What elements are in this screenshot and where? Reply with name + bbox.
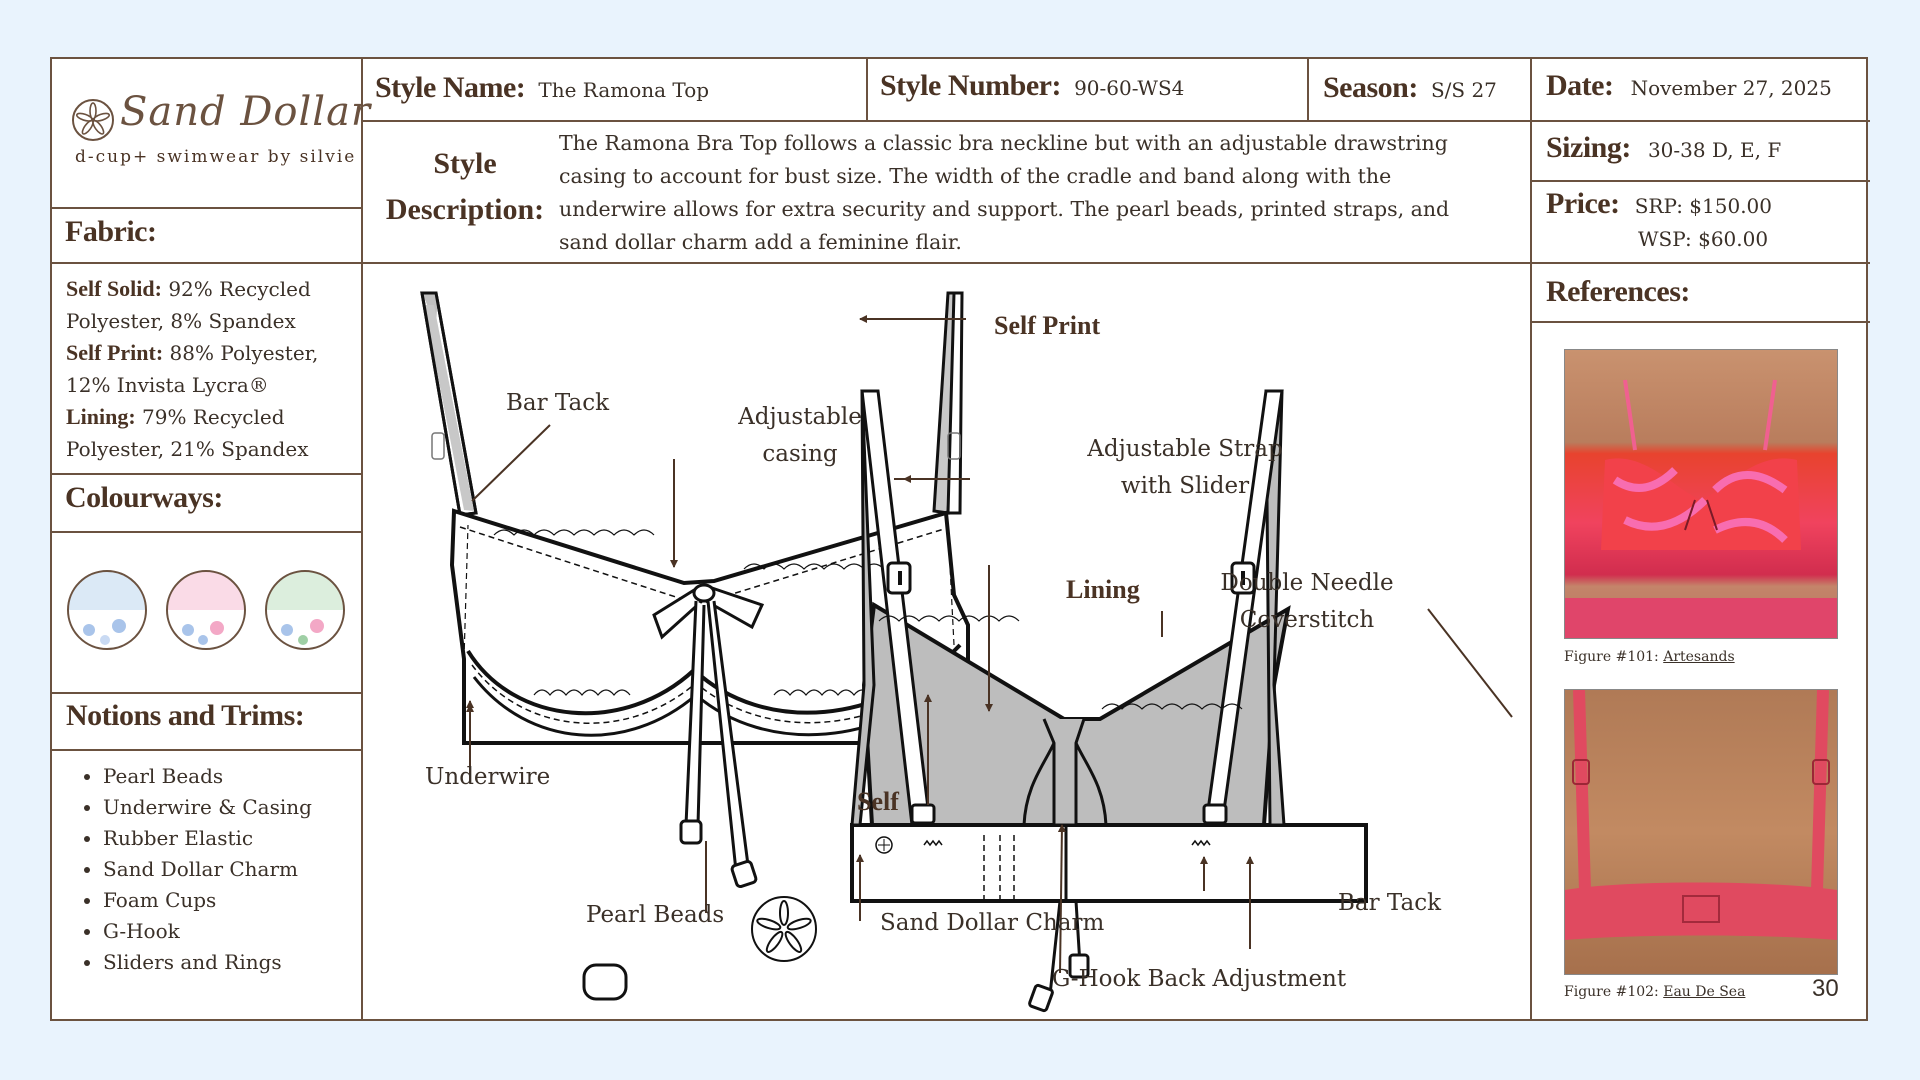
fabric-details: Self Solid: 92% Recycled Polyester, 8% S…: [66, 276, 319, 461]
divider: [52, 262, 363, 264]
divider: [1530, 120, 1870, 122]
brand-logo: Sand Dollar d-cup+ swimwear by silvie: [68, 89, 370, 195]
callout-adjustable-strap: Adjustable Strap with Slider: [1087, 436, 1283, 499]
divider: [1530, 59, 1532, 1019]
list-item: Pearl Beads: [103, 761, 312, 792]
back-flat: [850, 389, 1368, 1013]
date-label: Date:: [1546, 69, 1614, 102]
brand-name: Sand Dollar: [120, 89, 372, 135]
list-item: Sand Dollar Charm: [103, 854, 312, 885]
style-name-value: The Ramona Top: [538, 78, 710, 102]
price-label: Price:: [1546, 187, 1620, 220]
divider: [52, 749, 363, 751]
figure-102-caption: Figure #102: Eau De Sea: [1564, 984, 1746, 1000]
style-number-field: Style Number: 90-60-WS4: [880, 69, 1184, 103]
technical-flats: [420, 291, 1513, 1013]
sizing-value: 30-38 D, E, F: [1647, 138, 1782, 162]
list-item: Rubber Elastic: [103, 823, 312, 854]
divider: [1307, 59, 1309, 120]
callout-adjustable-casing: Adjustable casing: [738, 404, 862, 467]
divider: [361, 120, 1532, 122]
figure-102-source-link[interactable]: Eau De Sea: [1663, 984, 1746, 1000]
callout-pearl-beads: Pearl Beads: [586, 902, 725, 928]
sizing-label: Sizing:: [1546, 131, 1631, 164]
srp-value: SRP: $150.00: [1634, 194, 1773, 218]
divider: [361, 262, 1870, 264]
page-number: 30: [1812, 975, 1839, 1002]
callout-self: Self: [857, 787, 899, 816]
divider: [52, 473, 363, 475]
reference-image-front: [1564, 349, 1838, 639]
divider: [52, 692, 363, 694]
season-field: Season: S/S 27: [1323, 71, 1497, 105]
season-label: Season:: [1323, 71, 1418, 104]
callout-sand-dollar-charm: Sand Dollar Charm: [880, 910, 1105, 936]
divider: [1530, 321, 1870, 323]
colourway-swatches: [67, 570, 345, 650]
colourways-title: Colourways:: [65, 481, 223, 514]
callout-lining: Lining: [1066, 575, 1140, 604]
callout-underwire: Underwire: [425, 764, 551, 790]
season-value: S/S 27: [1430, 78, 1497, 102]
divider: [52, 531, 363, 533]
divider: [866, 59, 868, 120]
colourway-swatch-pink: [166, 570, 246, 650]
style-number-label: Style Number:: [880, 69, 1061, 102]
pearl-bead-icon: [582, 963, 628, 1001]
references-title: References:: [1546, 275, 1690, 308]
sizing-field: Sizing: 30-38 D, E, F: [1546, 131, 1781, 165]
list-item: G-Hook: [103, 916, 312, 947]
reference-image-back: [1564, 689, 1838, 975]
sand-dollar-logo-icon: [72, 99, 114, 141]
sand-dollar-charm-icon: [751, 896, 817, 962]
list-item: Underwire & Casing: [103, 792, 312, 823]
divider: [1530, 180, 1870, 182]
notions-title: Notions and Trims:: [66, 699, 305, 732]
style-number-value: 90-60-WS4: [1074, 76, 1185, 100]
list-item: Sliders and Rings: [103, 947, 312, 978]
callout-bar-tack-front: Bar Tack: [506, 390, 610, 416]
fabric-title: Fabric:: [65, 215, 157, 248]
date-field: Date: November 27, 2025: [1546, 69, 1832, 103]
style-description: The Ramona Bra Top follows a classic bra…: [559, 131, 1450, 254]
colourway-swatch-blue: [67, 570, 147, 650]
notions-list: Pearl Beads Underwire & Casing Rubber El…: [66, 761, 312, 978]
callout-double-needle: Double Needle Coverstitch: [1220, 570, 1394, 633]
callout-bar-tack-back: Bar Tack: [1338, 890, 1442, 916]
style-name-label: Style Name:: [375, 71, 526, 104]
description-label: Style Description:: [385, 147, 545, 226]
date-value: November 27, 2025: [1630, 76, 1832, 100]
divider: [361, 59, 363, 1019]
front-flat: [420, 291, 970, 889]
callout-self-print: Self Print: [994, 311, 1101, 340]
price-field: Price: SRP: $150.00: [1546, 187, 1772, 221]
figure-101-caption: Figure #101: Artesands: [1564, 649, 1735, 665]
brand-tagline: d-cup+ swimwear by silvie: [75, 147, 357, 167]
callout-g-hook: G-Hook Back Adjustment: [1052, 966, 1347, 992]
style-name-field: Style Name: The Ramona Top: [375, 71, 709, 105]
divider: [52, 207, 363, 209]
reference-back-photo-icon: [1565, 690, 1837, 940]
colourway-swatch-green: [265, 570, 345, 650]
reference-front-photo-icon: [1565, 379, 1837, 638]
wsp-value: WSP: $60.00: [1638, 227, 1769, 251]
list-item: Foam Cups: [103, 885, 312, 916]
figure-101-source-link[interactable]: Artesands: [1663, 649, 1735, 665]
tech-pack-sheet: Sand Dollar d-cup+ swimwear by silvie St…: [50, 57, 1870, 1021]
